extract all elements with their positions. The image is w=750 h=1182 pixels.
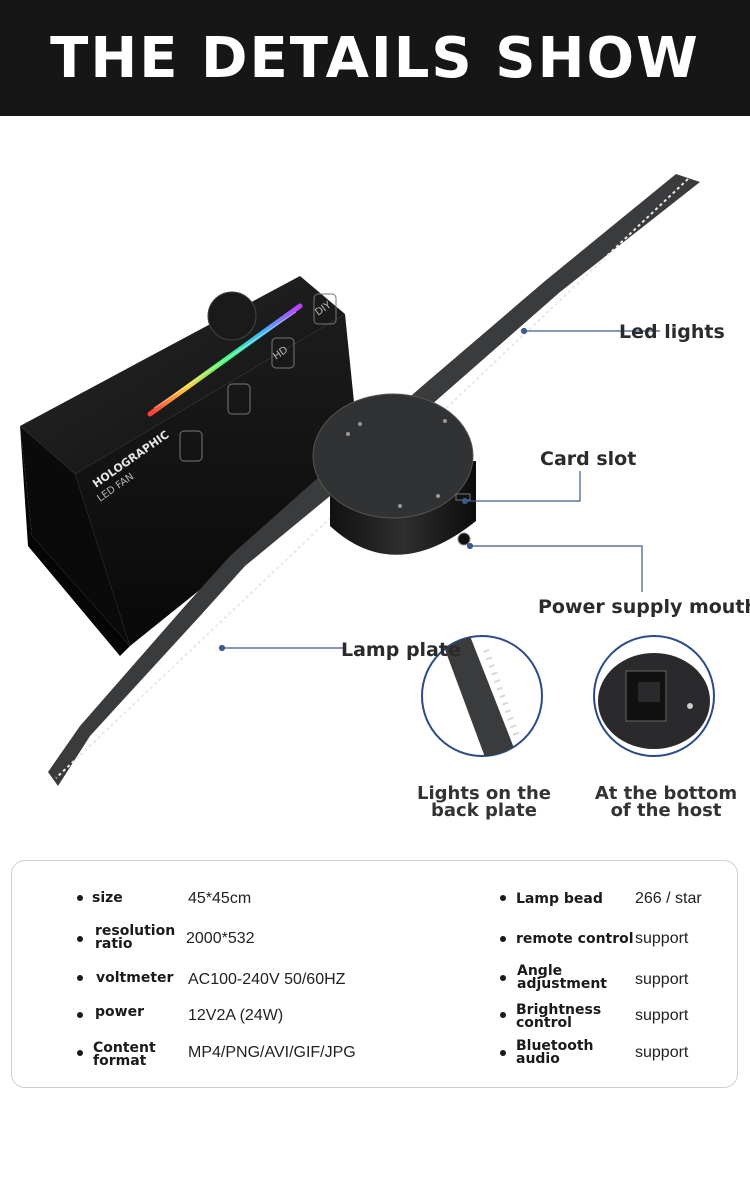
spec-value: support [635, 1007, 689, 1024]
spec-label: Bluetooth [516, 1038, 594, 1054]
box-fan-graphic [147, 291, 303, 417]
spec-value: AC100-240V 50/60HZ [188, 971, 346, 988]
spec-label: resolution [95, 923, 176, 939]
page-title: THE DETAILS SHOW [50, 25, 700, 91]
bullet-icon [77, 1050, 83, 1056]
spec-label: ratio [95, 936, 133, 952]
spec-label: voltmeter [96, 970, 174, 986]
fan-blade [48, 174, 700, 786]
app-icon [227, 383, 251, 415]
detail-host-bottom [593, 635, 715, 757]
bullet-icon [500, 936, 506, 942]
callout-led-lights: Led lights [619, 321, 725, 343]
spec-value: support [635, 1044, 689, 1061]
spec-panel: size 45*45cm resolution ratio 2000*532 v… [11, 860, 738, 1088]
spec-label: audio [516, 1051, 560, 1067]
spec-label: power [95, 1004, 144, 1020]
spec-value: 2000*532 [186, 930, 255, 947]
power-port [457, 532, 471, 546]
wifi-icon [179, 430, 203, 462]
spec-value: support [635, 971, 689, 988]
spec-label: size [92, 890, 123, 906]
callout-card-slot: Card slot [540, 448, 637, 470]
spec-value: 266 / star [635, 890, 702, 907]
packaging-box: HOLOGRAPHIC LED FAN HD DIY [20, 276, 360, 656]
spec-value: 12V2A (24W) [188, 1007, 284, 1024]
bullet-icon [500, 975, 506, 981]
callout-lines [218, 327, 660, 652]
caption-host-bottom: At the bottom of the host [586, 783, 746, 821]
spec-label: Brightness [516, 1002, 602, 1018]
spec-value: MP4/PNG/AVI/GIF/JPG [188, 1044, 356, 1061]
bullet-icon [500, 1050, 506, 1056]
bullet-icon [77, 975, 83, 981]
header-banner: THE DETAILS SHOW [0, 0, 750, 116]
bullet-icon [500, 895, 506, 901]
caption-back-plate-line1: Lights on the [417, 783, 551, 804]
callout-power-supply: Power supply mouth [538, 596, 750, 618]
detail-back-plate [421, 635, 543, 757]
bullet-icon [77, 936, 83, 942]
caption-host-bottom-line1: At the bottom [594, 783, 738, 804]
spec-label: format [93, 1053, 147, 1069]
spec-label: adjustment [517, 976, 608, 992]
bullet-icon [500, 1012, 506, 1018]
bullet-icon [77, 895, 83, 901]
spec-value: support [635, 930, 689, 947]
caption-back-plate: Lights on the back plate [404, 783, 564, 821]
caption-back-plate-line2: back plate [431, 800, 537, 821]
spec-label: control [516, 1015, 572, 1031]
fan-hub [312, 393, 476, 555]
spec-label: remote control [516, 931, 634, 947]
hd-icon [271, 337, 295, 369]
bullet-icon [77, 1012, 83, 1018]
spec-label: Content [93, 1040, 156, 1056]
callout-lamp-plate: Lamp plate [341, 639, 461, 661]
spec-label: Lamp bead [516, 891, 603, 907]
product-illustration: HOLOGRAPHIC LED FAN HD DIY [20, 174, 715, 786]
spec-label: Angle [517, 963, 563, 979]
diy-icon [313, 293, 337, 325]
caption-host-bottom-line2: of the host [610, 800, 722, 821]
spec-value: 45*45cm [188, 890, 252, 907]
